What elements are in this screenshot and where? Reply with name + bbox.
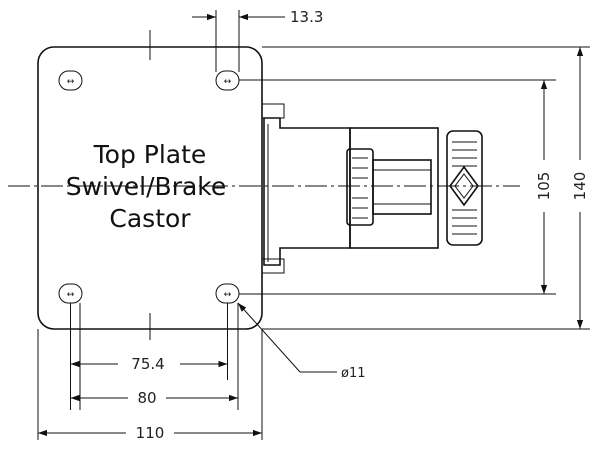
brake-pedal xyxy=(446,130,483,246)
dimension-hole-offset: 13.3 xyxy=(192,8,323,72)
label-line-1: Top Plate xyxy=(93,140,207,169)
top-plate xyxy=(37,30,263,340)
dimension-hole-span-x: 80 xyxy=(70,303,239,410)
dim-plate-height-value: 140 xyxy=(571,172,589,201)
label-line-3: Castor xyxy=(109,204,191,233)
hole-bottom-right: ↔ xyxy=(215,283,240,304)
dimension-plate-width: 110 xyxy=(37,329,263,442)
dimension-hole-spacing-y: 105 xyxy=(239,79,556,295)
dim-hole-offset-value: 13.3 xyxy=(290,8,323,26)
svg-text:↔: ↔ xyxy=(67,77,75,87)
dim-hole-span-x-value: 80 xyxy=(137,389,156,407)
hole-bottom-left: ↔ xyxy=(58,283,83,304)
dim-plate-width-value: 110 xyxy=(136,424,165,442)
castor-body xyxy=(261,103,439,274)
dimension-hole-diameter: ø11 xyxy=(237,302,366,381)
dim-hole-spacing-y-value: 105 xyxy=(535,172,553,201)
svg-text:↔: ↔ xyxy=(67,290,75,300)
dimension-hole-spacing-x: 75.4 xyxy=(70,303,228,410)
dim-hole-spacing-x-value: 75.4 xyxy=(131,355,164,373)
dimension-plate-height: 140 xyxy=(262,46,590,330)
dim-hole-diameter-value: ø11 xyxy=(341,366,366,381)
svg-text:↔: ↔ xyxy=(224,77,232,87)
svg-text:↔: ↔ xyxy=(224,290,232,300)
hole-top-left: ↔ xyxy=(58,70,83,91)
hole-top-right: ↔ xyxy=(215,70,240,91)
